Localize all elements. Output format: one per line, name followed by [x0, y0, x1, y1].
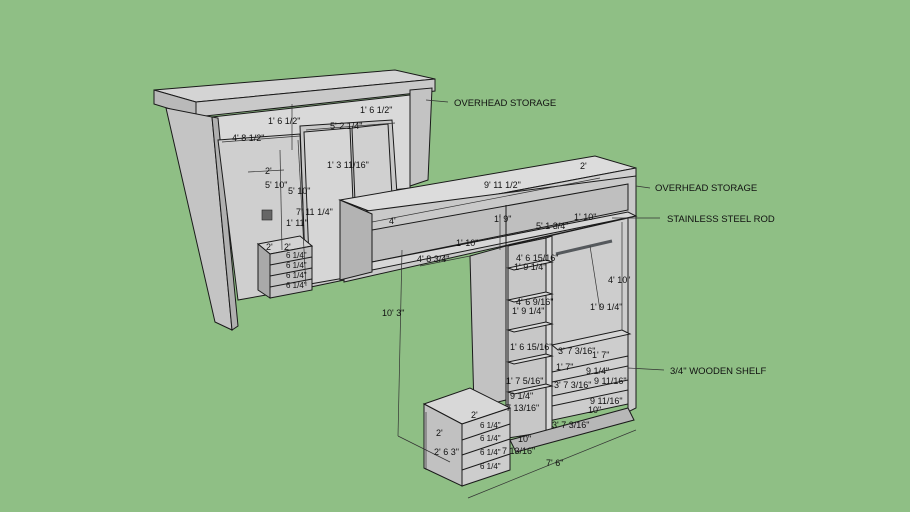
- back-dim-9: 7' 11 1/4": [296, 207, 333, 217]
- front-base-plinth: [509, 407, 635, 453]
- back-overhead-side-face: [195, 78, 436, 118]
- front-dim-8: 4' 8 3/4": [417, 254, 449, 264]
- front-dim-11: 4' 10": [608, 275, 630, 285]
- back-dim-16: 2': [284, 242, 291, 252]
- front-dim-26: 7 13/16": [506, 403, 539, 413]
- front-dim-3: 4': [389, 216, 396, 226]
- front-dim-18: 1' 7": [592, 350, 609, 360]
- front-dim-17: 3' 7 3/16": [558, 346, 595, 356]
- front-shelf-4: [506, 353, 554, 365]
- back-wardrobe-unit: [153, 69, 436, 331]
- front-overhead-left-end: [339, 199, 373, 281]
- front-shelf-5: [506, 383, 554, 395]
- back-dim-4: 5' 2 1/4": [330, 121, 362, 131]
- back-dim-8: 1' 3 11/16": [327, 160, 369, 170]
- front-wardrobe-unit: [338, 155, 638, 487]
- back-dim-1: 1' 6 1/2": [268, 116, 300, 126]
- back-dim-12: 6 1/4": [286, 251, 307, 260]
- back-dim-11: 2': [266, 242, 273, 252]
- back-door-handle: [261, 209, 273, 221]
- stainless-steel-rod: [555, 239, 613, 256]
- front-dim-38: 7' 6": [546, 458, 563, 468]
- front-dim-13: 1' 9 1/4": [512, 306, 544, 316]
- back-dim-13: 6 1/4": [286, 261, 307, 270]
- front-dim-28: 2': [471, 410, 478, 420]
- front-dim-5: 1' 10": [456, 238, 478, 248]
- front-dim-15: 10' 3": [382, 308, 404, 318]
- front-body-right-side: [627, 215, 637, 413]
- front-partition-1: [545, 235, 553, 433]
- callout-overhead-storage-front: OVERHEAD STORAGE: [655, 183, 757, 194]
- back-dim-15: 6 1/4": [286, 281, 307, 290]
- front-unit-dimensions: 2' 9' 11 1/2" 4' 1' 9" 1' 10" 5' 1 3/4" …: [382, 161, 630, 471]
- front-dim-12: 4' 6 9/16": [516, 297, 553, 307]
- front-dim-9: 4' 6 15/16": [516, 253, 558, 263]
- callout-overhead-storage-back: OVERHEAD STORAGE: [454, 98, 556, 109]
- back-dim-14: 6 1/4": [286, 271, 307, 280]
- front-dim-14: 1' 9 1/4": [590, 302, 622, 312]
- front-dim-4: 1' 9": [494, 214, 511, 224]
- callouts: OVERHEAD STORAGE OVERHEAD STORAGE STAINL…: [425, 98, 775, 377]
- front-dim-29: 6 1/4": [480, 421, 501, 430]
- front-dim-36: 2': [436, 428, 443, 438]
- front-dim-22: 1' 7 5/16": [506, 376, 543, 386]
- back-dim-3: 4' 8 1/2": [232, 133, 264, 143]
- front-hanging-bottom-shelf: [550, 329, 632, 351]
- front-dim-25: 9 11/16": [590, 396, 623, 406]
- back-dim-7: 5' 10": [288, 186, 310, 196]
- back-unit-dimension-lines: [221, 104, 396, 287]
- front-shelf-2: [506, 291, 554, 303]
- back-unit-dimensions: 1' 6 1/2" 1' 6 1/2" 4' 8 1/2" 5' 2 1/4" …: [232, 105, 392, 290]
- front-dim-31: 6 1/4": [480, 448, 501, 457]
- front-unit-dimension-lines: [371, 177, 637, 499]
- back-drawer-stack-side: [257, 242, 271, 299]
- front-dim-19: 1' 7": [556, 362, 573, 372]
- front-dim-16: 1' 6 15/16": [510, 342, 552, 352]
- back-left-leg-front: [211, 116, 239, 331]
- front-dim-32: 6 1/4": [480, 462, 501, 471]
- back-dim-2: 1' 6 1/2": [360, 105, 392, 115]
- front-shelf-1: [506, 259, 554, 271]
- front-body-left-side: [469, 245, 507, 409]
- callout-wooden-shelf: 3/4" WOODEN SHELF: [670, 366, 766, 377]
- front-dim-10: 1' 9 1/4": [514, 262, 546, 272]
- front-dim-24: 9 1/4": [510, 391, 533, 401]
- front-shelf-3: [506, 321, 554, 333]
- front-dim-33: 10": [518, 434, 531, 444]
- callout-stainless-steel-rod: STAINLESS STEEL ROD: [667, 214, 775, 225]
- front-dim-30: 6 1/4": [480, 434, 501, 443]
- front-dim-6: 5' 1 3/4": [536, 221, 568, 231]
- back-right-side: [409, 87, 433, 187]
- back-dim-10: 1' 11": [286, 218, 308, 228]
- front-dim-27: 10": [588, 405, 601, 415]
- front-lower-shelf-1: [551, 355, 629, 383]
- front-dim-23: 3' 7 3/16": [554, 380, 591, 390]
- front-dim-1: 2': [580, 161, 587, 171]
- front-dim-2: 9' 11 1/2": [484, 180, 521, 190]
- front-dim-37: 2' 6 3": [434, 447, 459, 457]
- front-dim-34: 7 13/16": [502, 446, 535, 456]
- front-dim-35: 3' 7 3/16": [552, 420, 589, 430]
- back-dim-6: 5' 10": [265, 180, 287, 190]
- front-lower-shelf-2: [551, 379, 629, 407]
- front-dim-21: 9 11/16": [594, 376, 627, 386]
- back-dim-5: 2': [265, 166, 272, 176]
- front-dim-20: 9 1/4": [586, 366, 609, 376]
- front-dim-7: 1' 10": [574, 212, 596, 222]
